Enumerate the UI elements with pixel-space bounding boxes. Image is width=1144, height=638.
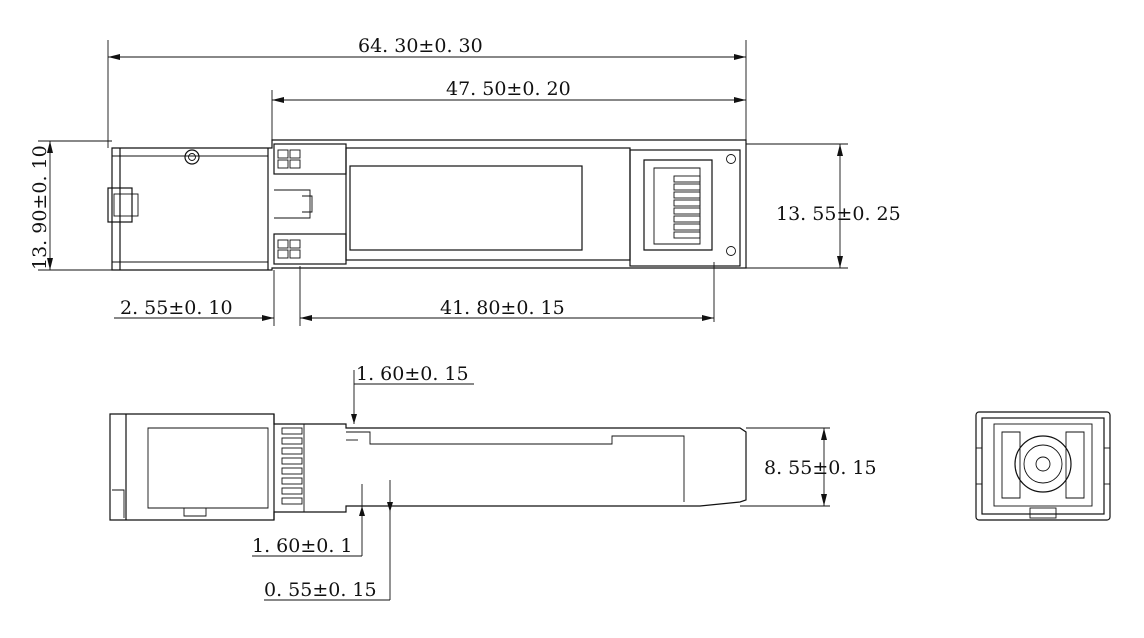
dim-side-bottom-step: 1. 60±0. 1 bbox=[252, 535, 353, 557]
dim-side-bottom-offset: 0. 55±0. 15 bbox=[264, 579, 377, 601]
optical-port bbox=[1014, 435, 1072, 493]
rj45-contacts bbox=[673, 175, 701, 239]
side-view bbox=[109, 413, 747, 521]
dim-height-right: 13. 55±0. 25 bbox=[776, 203, 901, 225]
side-view-outline bbox=[109, 413, 747, 521]
latch-tab bbox=[107, 187, 133, 223]
top-view bbox=[107, 139, 747, 271]
dim-body-length: 47. 50±0. 20 bbox=[446, 78, 571, 100]
dim-latch-offset: 2. 55±0. 10 bbox=[120, 297, 233, 319]
front-view bbox=[975, 411, 1111, 521]
dim-side-top-step: 1. 60±0. 15 bbox=[356, 363, 469, 385]
dim-body-to-connector: 41. 80±0. 15 bbox=[440, 297, 565, 319]
top-view-dimensions: 64. 30±0. 30 47. 50±0. 20 13. 90±0. 10 1… bbox=[29, 35, 901, 326]
dim-overall-length: 64. 30±0. 30 bbox=[358, 35, 483, 57]
dim-height-left: 13. 90±0. 10 bbox=[29, 145, 51, 270]
screw bbox=[184, 149, 200, 165]
side-contacts bbox=[281, 427, 303, 505]
dim-side-height: 8. 55±0. 15 bbox=[764, 457, 877, 479]
side-view-dimensions: 1. 60±0. 15 8. 55±0. 15 1. 60±0. 1 0. 55… bbox=[252, 363, 877, 601]
label-window bbox=[349, 165, 583, 251]
